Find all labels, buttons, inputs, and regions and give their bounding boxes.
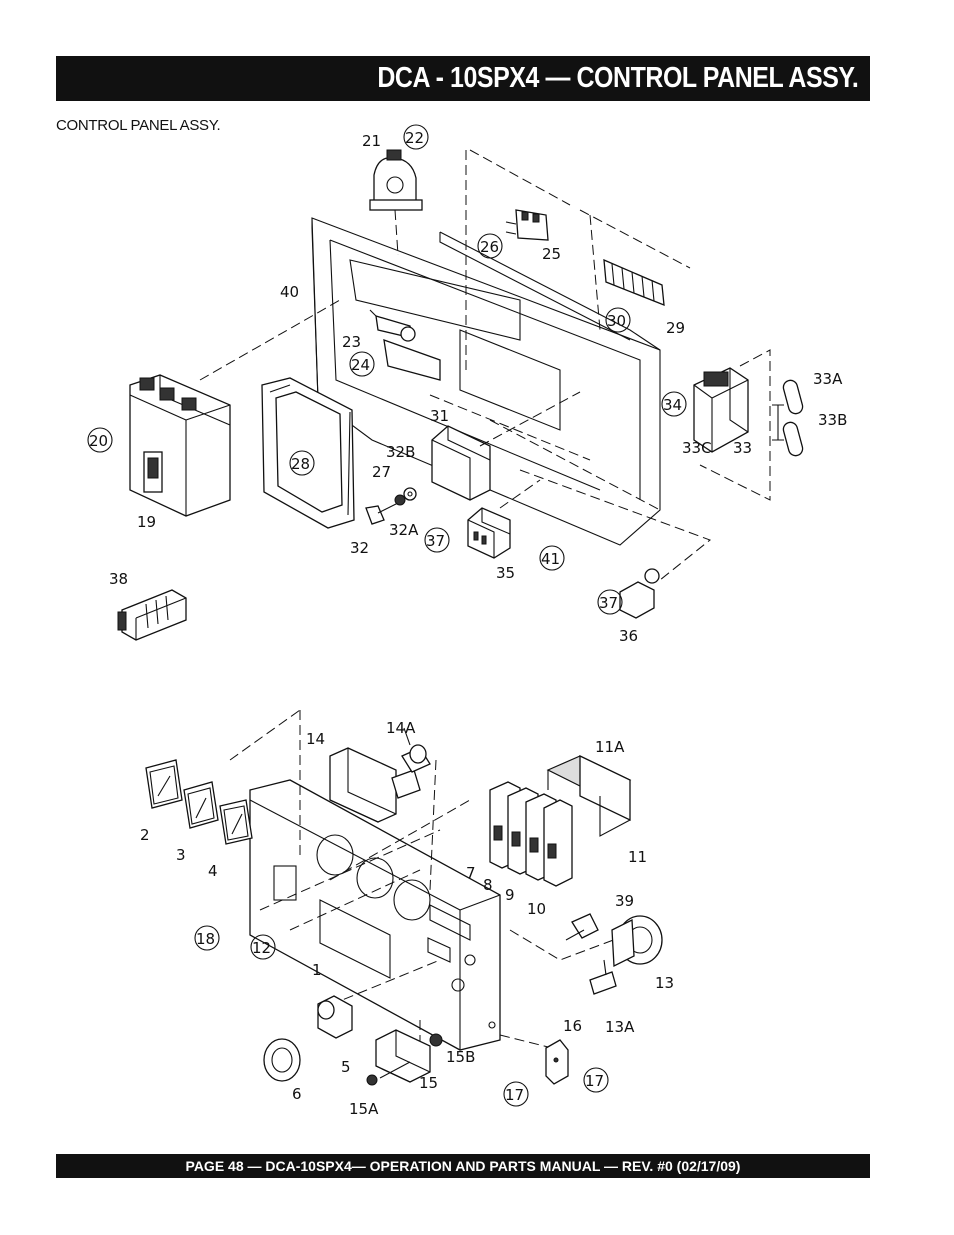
callout-25: 25 [542,245,561,263]
callout-33B: 33B [818,411,847,429]
callout-17a-circle [583,1067,609,1093]
callout-2: 2 [140,826,150,844]
callout-17b: 17 [505,1086,524,1104]
callout-3: 3 [176,846,186,864]
callout-15B: 15B [446,1048,475,1066]
callout-39: 39 [615,892,634,910]
callout-40: 40 [280,283,299,301]
callout-32A: 32A [389,521,419,539]
callout-26-circle [477,233,503,259]
callout-14: 14 [306,730,325,748]
callout-20: 20 [89,432,108,450]
callout-26: 26 [480,238,499,256]
callout-15A: 15A [349,1100,379,1118]
callout-17b-circle [503,1081,529,1107]
callout-7: 7 [466,864,476,882]
callout-14A: 14A [386,719,416,737]
callout-labels-bottom: 14 14A 11A 2 3 4 7 8 9 10 11 18 12 1 39 … [140,719,674,1118]
callout-15: 15 [419,1074,438,1092]
callout-17a: 17 [585,1072,604,1090]
footer-bar: PAGE 48 — DCA-10SPX4— OPERATION AND PART… [56,1154,870,1178]
callout-10: 10 [527,900,546,918]
callout-34-circle [661,391,687,417]
callout-5: 5 [341,1058,351,1076]
callout-labels-top: 21 22 26 25 40 30 29 23 24 34 33A 33B 20… [87,124,847,645]
callout-22-circle [403,124,429,150]
callout-31: 31 [430,407,449,425]
callout-11: 11 [628,848,647,866]
bottom-assembly-drawing [145,709,663,1086]
callout-4: 4 [208,862,218,880]
callout-32: 32 [350,539,369,557]
callout-13: 13 [655,974,674,992]
callout-33C: 33C [682,439,712,457]
top-assembly-drawing [117,149,804,641]
callout-18: 18 [196,930,215,948]
callout-18-circle [194,925,220,951]
callout-8: 8 [483,876,493,894]
title-bar: DCA - 10SPX4 — CONTROL PANEL ASSY. [56,56,870,101]
callout-37-circle [424,527,450,553]
callout-23: 23 [342,333,361,351]
callout-34: 34 [663,396,682,414]
callout-24-circle [349,351,375,377]
callout-9: 9 [505,886,515,904]
callout-35: 35 [496,564,515,582]
callout-20-circle [87,427,113,453]
callout-12: 12 [252,939,271,957]
callout-19: 19 [137,513,156,531]
callout-22: 22 [405,129,424,147]
footer-text: PAGE 48 — DCA-10SPX4— OPERATION AND PART… [185,1158,741,1174]
section-subtitle: CONTROL PANEL ASSY. [56,117,221,134]
callout-24: 24 [351,356,370,374]
callout-30-circle [605,307,631,333]
callout-28-circle [289,450,315,476]
callout-37b-circle [597,589,623,615]
callout-29: 29 [666,319,685,337]
callout-41: 41 [541,550,560,568]
callout-27: 27 [372,463,391,481]
callout-21: 21 [362,132,381,150]
page-title: DCA - 10SPX4 — CONTROL PANEL ASSY. [376,62,858,94]
callout-30: 30 [607,312,626,330]
callout-38: 38 [109,570,128,588]
callout-12-circle [250,934,276,960]
callout-13A: 13A [605,1018,635,1036]
callout-32B: 32B [386,443,415,461]
callout-41-circle [539,545,565,571]
callout-28: 28 [291,455,310,473]
callout-36: 36 [619,627,638,645]
callout-37b: 37 [599,594,618,612]
callout-6: 6 [292,1085,302,1103]
callout-33: 33 [733,439,752,457]
callout-37: 37 [426,532,445,550]
callout-16: 16 [563,1017,582,1035]
callout-33A: 33A [813,370,843,388]
callout-11A: 11A [595,738,625,756]
callout-1: 1 [312,961,322,979]
